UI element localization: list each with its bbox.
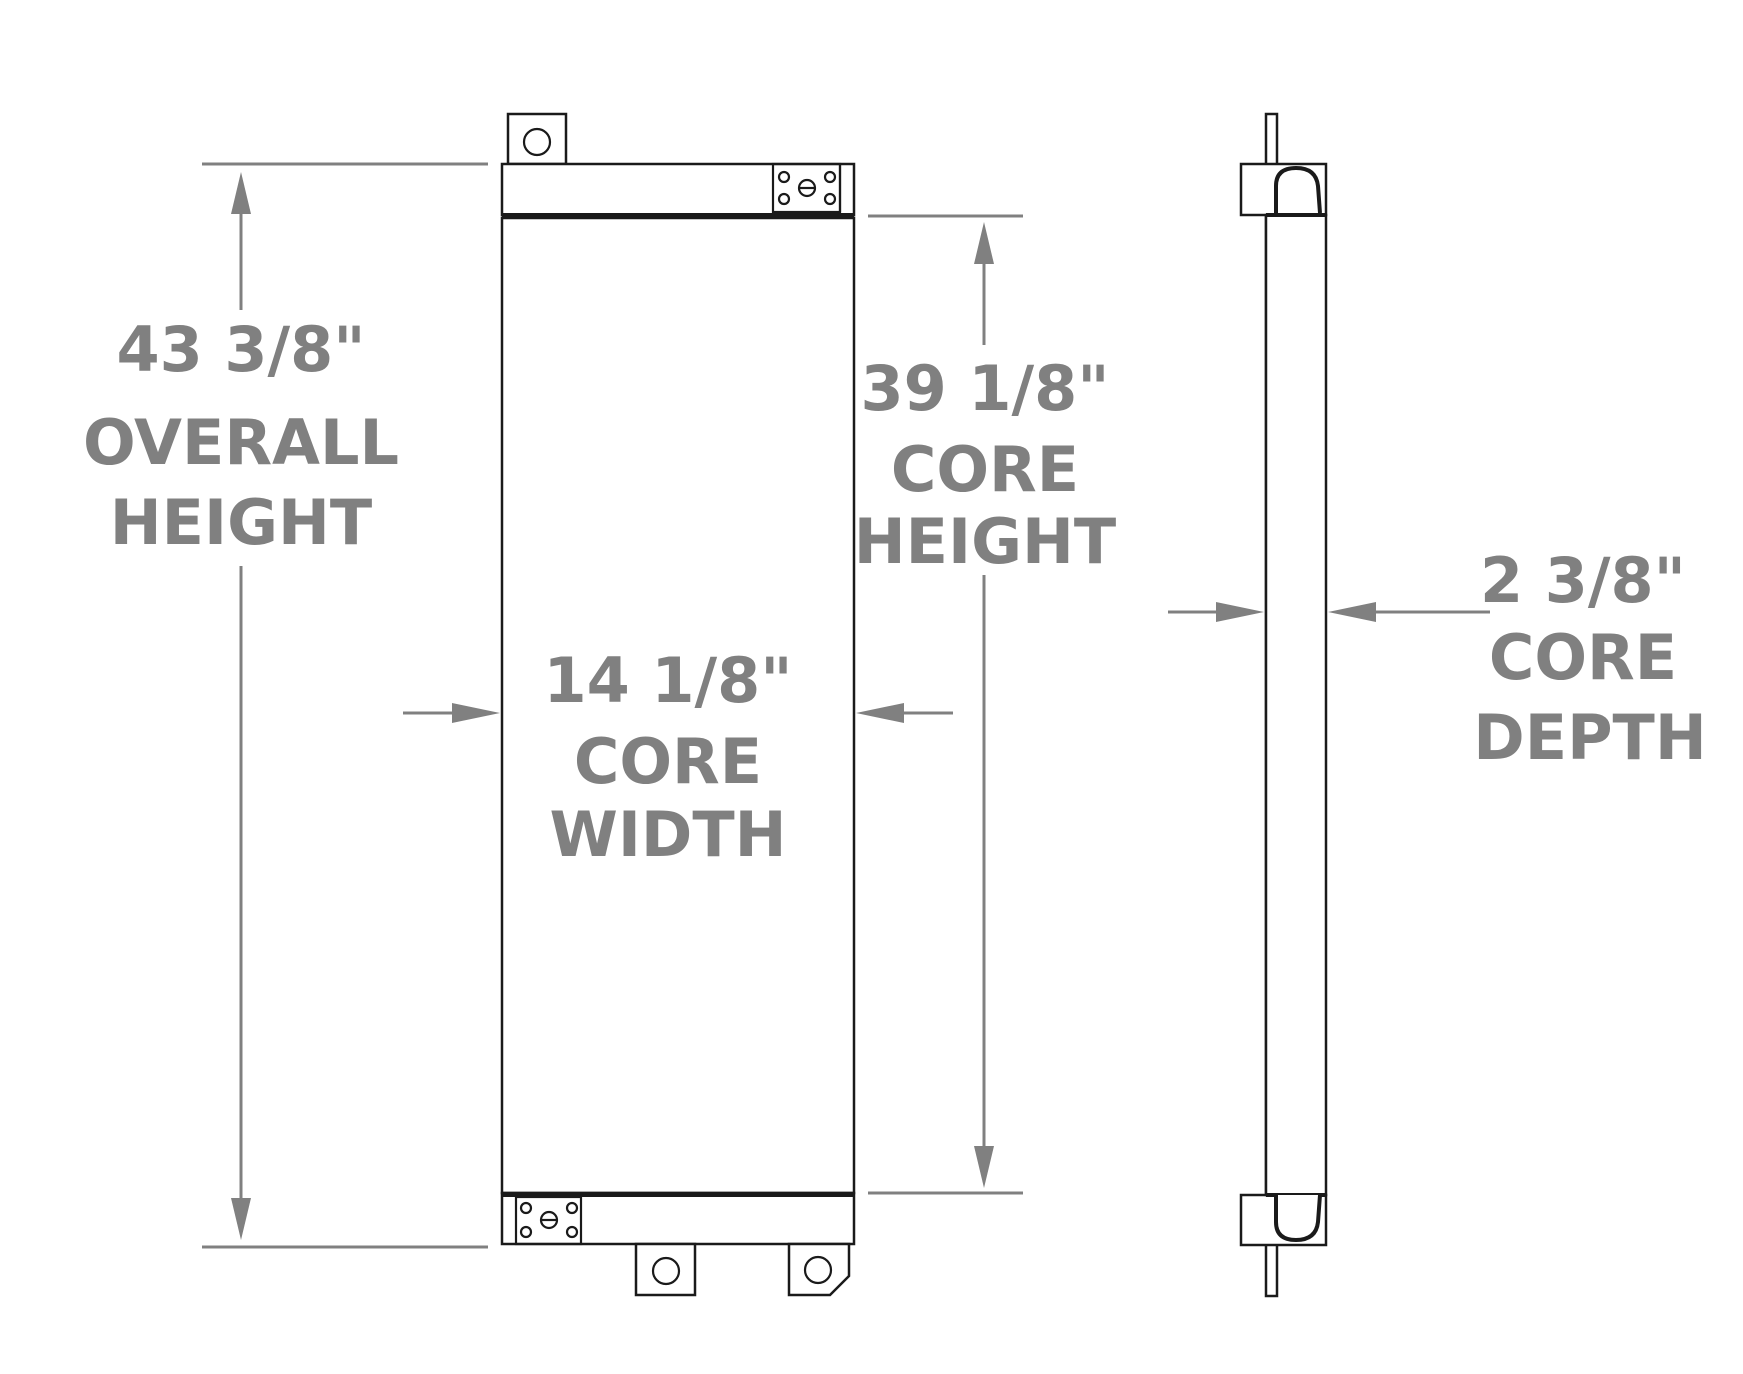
core-height-value: 39 1/8" [860, 352, 1109, 425]
side-view [1239, 112, 1328, 1298]
bottom-tank [500, 1191, 856, 1246]
bottom-port-fitting [514, 1195, 583, 1246]
core-depth-label: 2 3/8" CORE DEPTH [1473, 544, 1706, 774]
core-depth-dimension [1168, 602, 1490, 622]
top-tank [500, 162, 856, 217]
overall-height-line2: HEIGHT [110, 486, 372, 559]
core-width-label: 14 1/8" CORE WIDTH [543, 644, 792, 871]
core-height-line1: CORE [891, 433, 1079, 506]
core-height-line2: HEIGHT [854, 505, 1116, 578]
top-mount-tab [506, 112, 568, 166]
core [500, 216, 856, 1195]
front-view [500, 112, 856, 1297]
top-port-fitting [771, 162, 842, 214]
overall-height-line1: OVERALL [83, 406, 399, 479]
overall-height-dimension [202, 162, 488, 1249]
core-depth-line1: CORE [1489, 621, 1677, 694]
core-width-value: 14 1/8" [543, 644, 792, 717]
top-mount-hole [522, 127, 552, 157]
core-width-line1: CORE [574, 725, 762, 798]
core-height-dimension [868, 214, 1023, 1195]
bottom-mount-hole-left [651, 1256, 681, 1286]
overall-height-label: 43 3/8" OVERALL HEIGHT [83, 313, 399, 559]
side-top-inlet [1274, 165, 1322, 214]
bottom-mount-tab-right [787, 1242, 851, 1297]
side-core [1264, 213, 1328, 1197]
core-width-dimension [403, 703, 953, 723]
core-depth-value: 2 3/8" [1480, 544, 1686, 617]
core-height-label: 39 1/8" CORE HEIGHT [854, 352, 1116, 578]
bottom-mount-tab-left [634, 1242, 697, 1297]
side-bottom-outlet [1274, 1194, 1322, 1243]
overall-height-value: 43 3/8" [116, 313, 365, 386]
core-depth-line2: DEPTH [1473, 701, 1706, 774]
bottom-mount-hole-right [803, 1255, 833, 1285]
core-width-line2: WIDTH [549, 798, 786, 871]
